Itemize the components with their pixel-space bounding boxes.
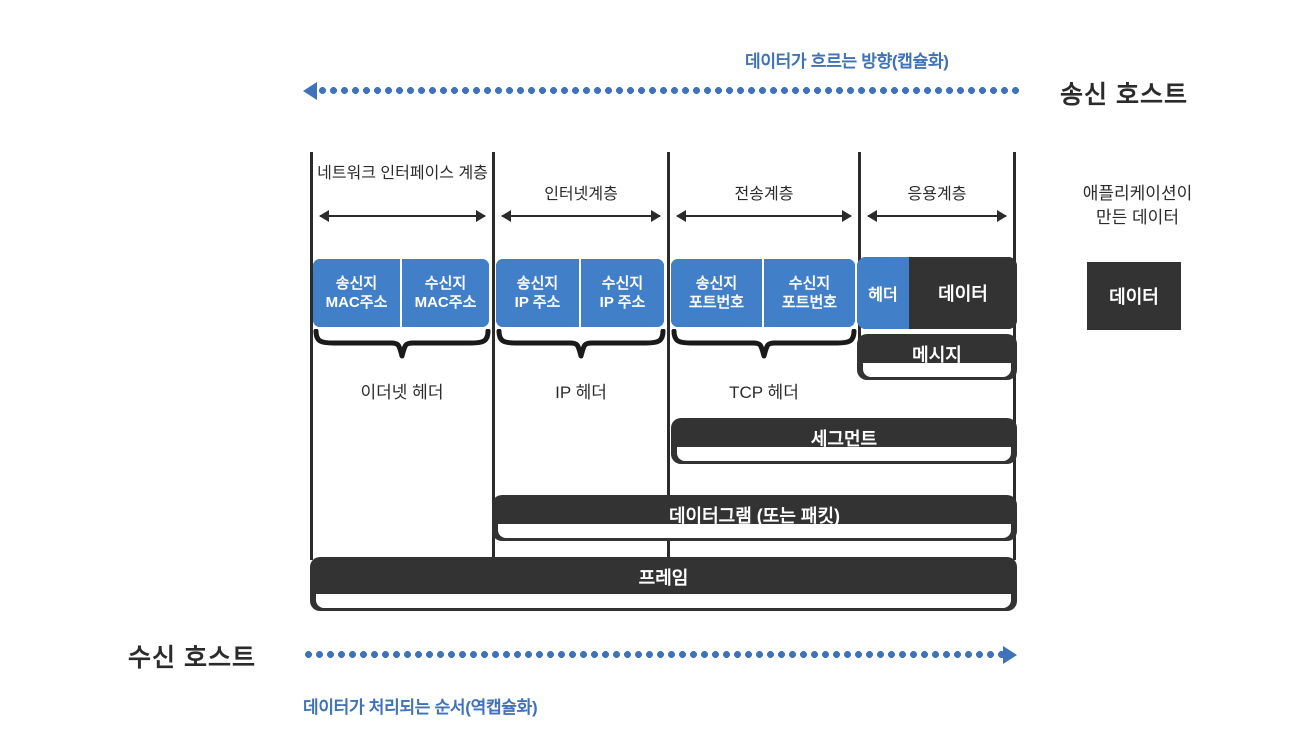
app-data-cell: 데이터 [909,257,1017,329]
tcp-header-brace [671,329,857,359]
top-flow-arrow [303,82,1019,100]
layer-divider-3 [858,152,861,342]
arrow-left-icon [303,82,317,100]
field-dest-ip: 수신지 IP 주소 [579,259,664,327]
ip-header-brace [496,329,666,359]
pdu-notch-frame [316,594,1011,608]
ip-header-fields: 송신지 IP 주소 수신지 IP 주소 [496,259,664,327]
bottom-flow-label: 데이터가 처리되는 순서(역캡슐화) [303,698,538,717]
field-source-port: 송신지 포트번호 [671,259,762,327]
pdu-notch-message [863,363,1011,377]
application-data-box: 데이터 [1087,262,1181,330]
layer-label-internet: 인터넷계층 [544,186,618,203]
tcp-header-fields: 송신지 포트번호 수신지 포트번호 [671,259,855,327]
layer-arrow-internet [501,210,661,222]
layer-label-application: 응용계층 [907,186,967,203]
pdu-bar-segment: 세그먼트 [671,418,1017,464]
arrow-right-icon [1003,646,1017,664]
pdu-notch-datagram [498,524,1011,538]
sender-host-label: 송신 호스트 [1060,81,1188,109]
layer-arrow-network-interface [319,210,486,222]
layer-arrow-transport [676,210,852,222]
ethernet-header-label: 이더넷 헤더 [360,383,444,402]
pdu-bar-message: 메시지 [857,334,1017,380]
layer-label-transport: 전송계층 [734,186,794,203]
application-message-block: 헤더 데이터 [857,257,1017,329]
top-flow-dotted-line [317,87,1019,94]
ethernet-header-fields: 송신지 MAC주소 수신지 MAC주소 [313,259,489,327]
field-source-ip: 송신지 IP 주소 [496,259,579,327]
tcp-header-label: TCP 헤더 [729,383,799,402]
field-dest-port: 수신지 포트번호 [762,259,855,327]
field-dest-mac: 수신지 MAC주소 [400,259,489,327]
field-source-mac: 송신지 MAC주소 [313,259,400,327]
app-header-cell: 헤더 [857,257,909,329]
layer-label-network-interface: 네트워크 인터페이스 계층 [317,165,488,182]
pdu-bar-frame: 프레임 [310,557,1017,611]
receiver-host-label: 수신 호스트 [128,644,256,672]
top-flow-label: 데이터가 흐르는 방향(캡슐화) [745,52,949,71]
pdu-label-frame: 프레임 [638,568,689,588]
pdu-notch-segment [677,447,1011,461]
layer-divider-2 [667,152,670,560]
application-data-caption: 애플리케이션이 만든 데이터 [1082,184,1193,227]
layer-divider-1 [492,152,495,560]
ip-header-label: IP 헤더 [555,383,607,402]
ethernet-header-brace [313,329,491,359]
bottom-flow-dotted-line [303,651,1005,658]
pdu-label-message: 메시지 [912,345,962,365]
bottom-flow-arrow [303,646,1019,664]
pdu-label-segment: 세그먼트 [810,429,878,449]
layer-arrow-application [867,210,1007,222]
layer-divider-left [310,152,313,560]
pdu-bar-datagram: 데이터그램 (또는 패킷) [492,495,1017,541]
pdu-label-datagram: 데이터그램 (또는 패킷) [668,506,841,526]
